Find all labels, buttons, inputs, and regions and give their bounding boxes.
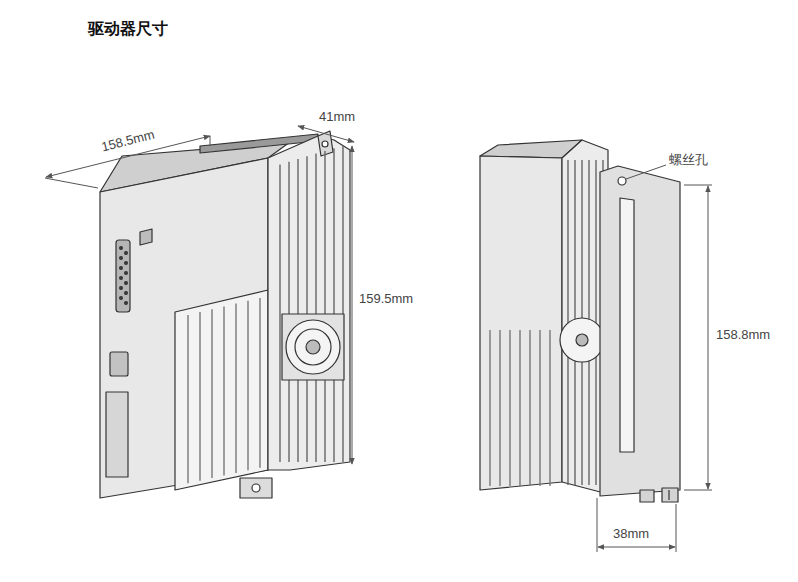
rib-line	[247, 301, 248, 471]
dimension-line	[598, 547, 675, 548]
rib-line	[549, 330, 550, 486]
driver-back-view	[480, 140, 680, 502]
rib-line	[509, 330, 510, 486]
fin-line	[342, 146, 343, 463]
mount-tab	[662, 488, 678, 502]
rib-line	[519, 330, 520, 486]
extension-line	[597, 498, 598, 552]
side-ribs	[490, 330, 550, 486]
screw-hole	[252, 484, 260, 492]
fan-hub	[576, 334, 588, 346]
front-ribbing	[175, 290, 268, 490]
fin-line	[279, 164, 280, 462]
fin-line	[324, 151, 325, 462]
rib-line	[529, 330, 530, 486]
dimension-lines	[45, 126, 712, 552]
rib-line	[499, 330, 500, 486]
fan-guard	[560, 318, 604, 362]
dimension-line	[708, 186, 709, 489]
rib-line	[489, 330, 490, 486]
fan-ring	[295, 329, 331, 365]
leader-line	[626, 165, 666, 179]
pin-dot	[120, 287, 123, 290]
callout-label: 螺丝孔	[667, 153, 710, 168]
dsub-connector	[116, 240, 130, 312]
small-connector	[110, 352, 128, 376]
pin-dot	[125, 262, 128, 265]
mounting-plate	[600, 166, 680, 496]
driver-front-view	[100, 131, 350, 498]
dimension-label: 41mm	[317, 110, 357, 125]
extension-line	[210, 136, 211, 146]
screw-hole	[322, 141, 328, 147]
fan-guard	[286, 320, 340, 374]
mount-tab	[640, 490, 654, 502]
fin-line	[315, 154, 316, 462]
front-ribs	[188, 298, 260, 483]
extension-line	[684, 490, 712, 491]
dimension-label: 38mm	[611, 527, 651, 542]
pin-dot	[125, 302, 128, 305]
pin-dot	[125, 272, 128, 275]
fin-line	[306, 156, 307, 462]
page-title: 驱动器尺寸	[88, 20, 168, 38]
connector-pins	[120, 247, 128, 305]
tab-slot	[668, 490, 669, 500]
heatsink-fins	[280, 146, 343, 463]
pin-dot	[125, 292, 128, 295]
rib-line	[199, 312, 200, 481]
pin-dot	[125, 252, 128, 255]
mount-tab-bottom	[240, 478, 272, 498]
rib-line	[223, 306, 224, 475]
screw-hole	[618, 177, 626, 185]
fin-line	[297, 159, 298, 462]
dimension-line	[352, 146, 353, 464]
rib-line	[235, 304, 236, 473]
pin-dot	[120, 297, 123, 300]
fin-line	[333, 148, 334, 462]
rib-line	[259, 298, 260, 468]
dimension-line	[298, 126, 354, 142]
dimension-label: 159.5mm	[357, 292, 415, 307]
pin-dot	[120, 277, 123, 280]
pin-dot	[125, 282, 128, 285]
rib-line	[187, 315, 188, 483]
terminal-slot	[106, 392, 128, 477]
side-panel	[100, 158, 268, 498]
extension-line	[45, 178, 98, 188]
pin-dot	[120, 267, 123, 270]
small-tab	[140, 229, 152, 245]
dimension-label: 158.8mm	[714, 328, 772, 343]
pin-dot	[120, 247, 123, 250]
heatsink	[268, 136, 350, 470]
extension-line	[676, 504, 677, 552]
fan-hub	[306, 340, 320, 354]
extension-line	[684, 185, 712, 186]
rib-line	[211, 309, 212, 478]
fin-line	[288, 162, 289, 462]
plate-recess	[620, 198, 634, 452]
fan-frame	[282, 314, 344, 380]
rib-line	[539, 330, 540, 486]
pin-dot	[120, 257, 123, 260]
side-panel	[480, 156, 562, 490]
